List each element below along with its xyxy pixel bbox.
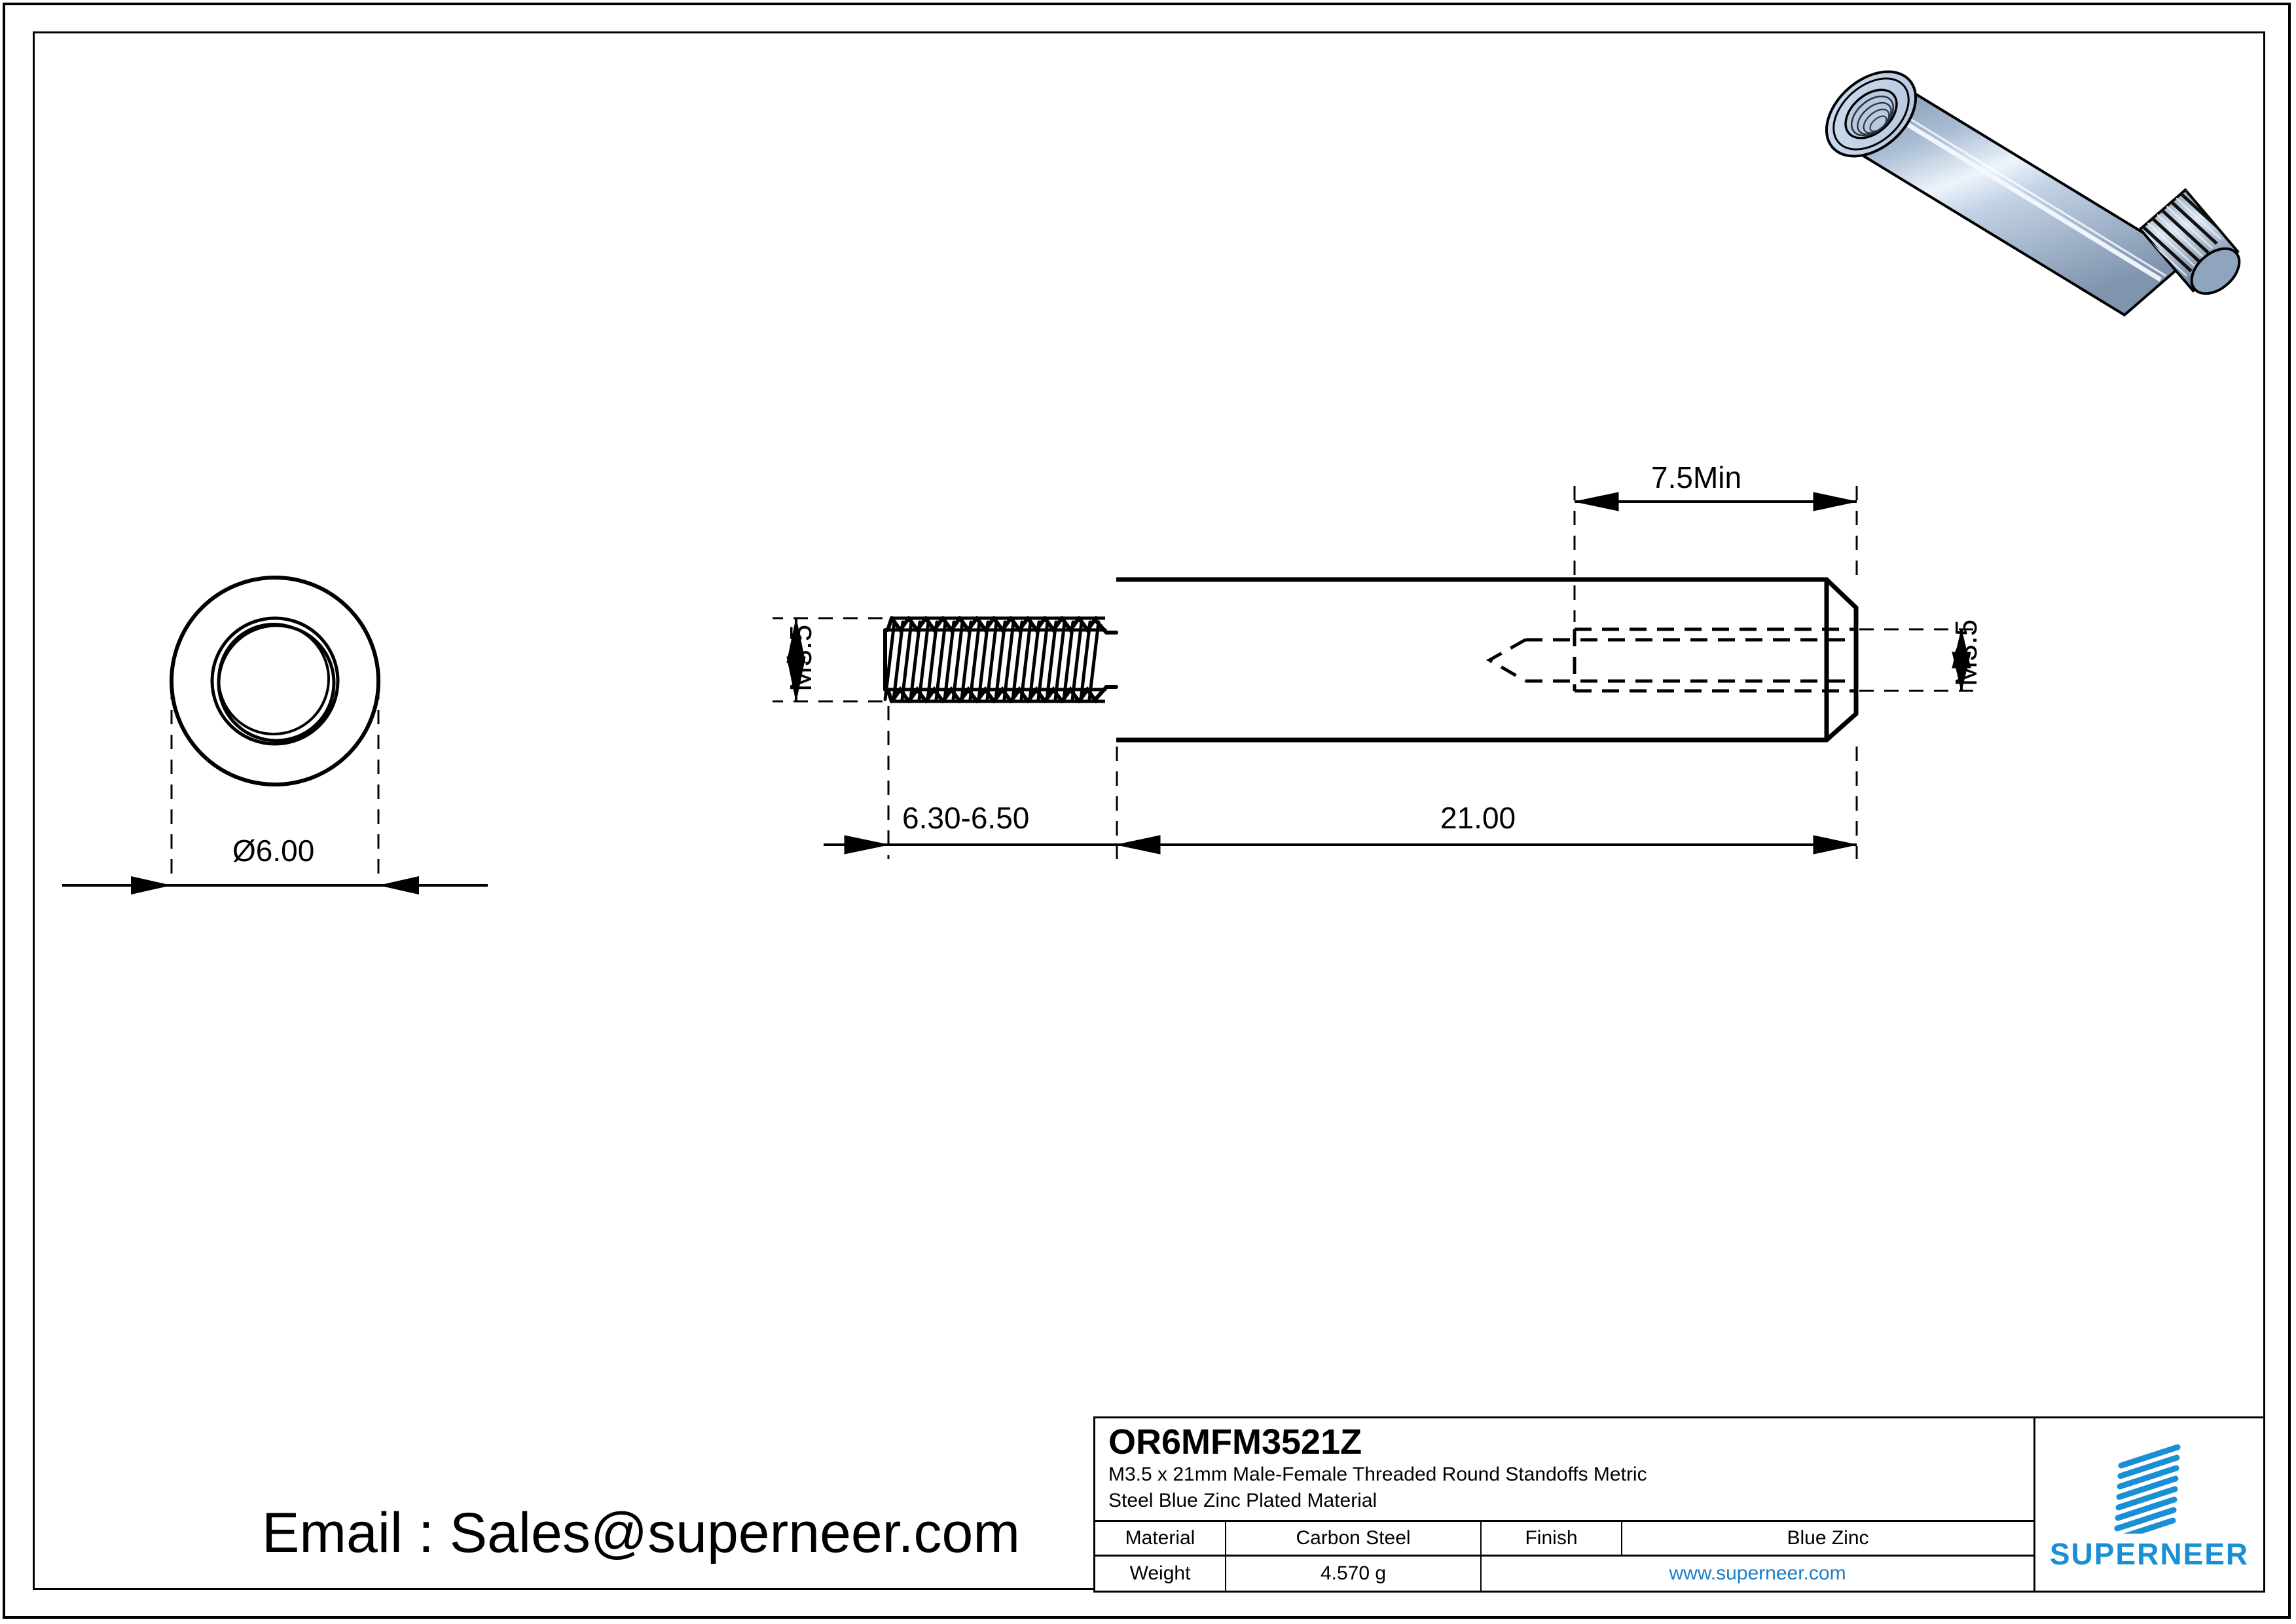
weight-value: 4.570 g	[1226, 1556, 1482, 1591]
description-line-2: Steel Blue Zinc Plated Material	[1108, 1490, 1377, 1512]
finish-value: Blue Zinc	[1787, 1526, 1869, 1549]
material-value: Carbon Steel	[1226, 1522, 1482, 1555]
iso-female-end	[1825, 70, 1918, 158]
iso-highlight-2	[1882, 101, 2166, 277]
material-finish-row: Material Carbon Steel Finish Blue Zinc	[1095, 1522, 2033, 1557]
dim-male-thread-label: M3.5	[784, 624, 818, 692]
material-label: Material	[1095, 1522, 1226, 1555]
iso-male-thread	[2138, 188, 2241, 295]
isometric-part-render	[1825, 70, 2241, 317]
title-block-description-area: OR6MFM3521Z M3.5 x 21mm Male-Female Thre…	[1095, 1418, 2033, 1522]
finish-label: Finish	[1482, 1522, 1622, 1555]
dim-female-thread-label: M3.5	[1949, 619, 1983, 686]
title-block-info: OR6MFM3521Z M3.5 x 21mm Male-Female Thre…	[1095, 1418, 2035, 1591]
website-link[interactable]: www.superneer.com	[1669, 1562, 1846, 1584]
iso-part-group	[1825, 70, 2241, 317]
weight-website-row: Weight 4.570 g www.superneer.com	[1095, 1556, 2033, 1591]
part-number: OR6MFM3521Z	[1108, 1422, 1362, 1462]
iso-highlight	[1876, 104, 2162, 282]
title-block: OR6MFM3521Z M3.5 x 21mm Male-Female Thre…	[1093, 1416, 2265, 1593]
description-line-1: M3.5 x 21mm Male-Female Threaded Round S…	[1108, 1463, 1647, 1485]
brand-logo: SUPERNEER	[2035, 1418, 2263, 1591]
dim-female-depth-label: 7.5Min	[1651, 460, 1742, 494]
weight-label: Weight	[1095, 1556, 1226, 1591]
sheet-outer-border	[3, 3, 2291, 1619]
superneer-stripes-icon	[2114, 1444, 2181, 1534]
email-contact-text: Email : Sales@superneer.com	[262, 1502, 1021, 1564]
brand-wordmark: SUPERNEER	[2049, 1536, 2250, 1571]
dim-male-length-label: 6.30-6.50	[902, 801, 1030, 835]
dim-body-length-label: 21.00	[1440, 801, 1516, 835]
dim-diameter-label: Ø6.00	[232, 834, 315, 868]
